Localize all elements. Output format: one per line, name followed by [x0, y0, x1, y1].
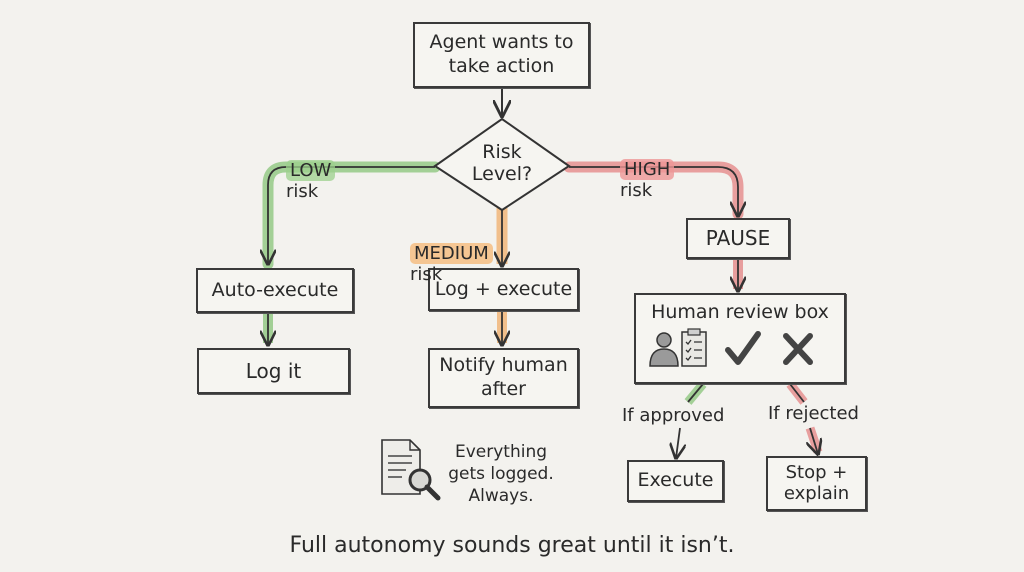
low-risk-word: risk [286, 181, 319, 203]
medium-risk-label: MEDIUM risk [410, 221, 493, 286]
decision-diamond [433, 117, 571, 212]
approved-arrow [676, 383, 704, 458]
stop-explain-node: Stop + explain [766, 456, 867, 511]
start-node: Agent wants to take action [413, 22, 590, 88]
auto-execute-node: Auto-execute [196, 268, 354, 313]
if-rejected-label: If rejected [768, 403, 859, 424]
if-approved-label: If approved [622, 405, 725, 426]
person-icon [649, 332, 679, 367]
medium-tag: MEDIUM [410, 242, 493, 264]
caption: Full autonomy sounds great until it isn’… [289, 533, 735, 558]
review-icons [649, 328, 813, 367]
high-branch-arrow [569, 166, 738, 216]
high-risk-word: risk [620, 180, 653, 202]
human-review-label: Human review box [651, 301, 829, 323]
decision-label: Risk Level? [471, 141, 533, 185]
log-it-node: Log it [197, 348, 350, 394]
high-risk-label: HIGH risk [620, 137, 675, 202]
checkmark-icon [725, 331, 761, 365]
logging-note: Everything gets logged. Always. [448, 442, 554, 506]
notify-human-node: Notify human after [428, 348, 579, 408]
document-magnifier-icon [381, 439, 441, 501]
medium-risk-word: risk [410, 264, 443, 286]
rejected-arrow [789, 383, 818, 454]
execute-node: Execute [627, 460, 724, 502]
x-mark-icon [783, 333, 813, 365]
low-risk-label: LOW risk [286, 138, 336, 203]
pause-node: PAUSE [686, 218, 790, 259]
low-branch-arrow [268, 166, 435, 264]
log-execute-node: Log + execute [428, 268, 579, 311]
low-tag: LOW [286, 159, 336, 181]
checklist-icon [681, 328, 707, 367]
high-tag: HIGH [620, 158, 675, 180]
